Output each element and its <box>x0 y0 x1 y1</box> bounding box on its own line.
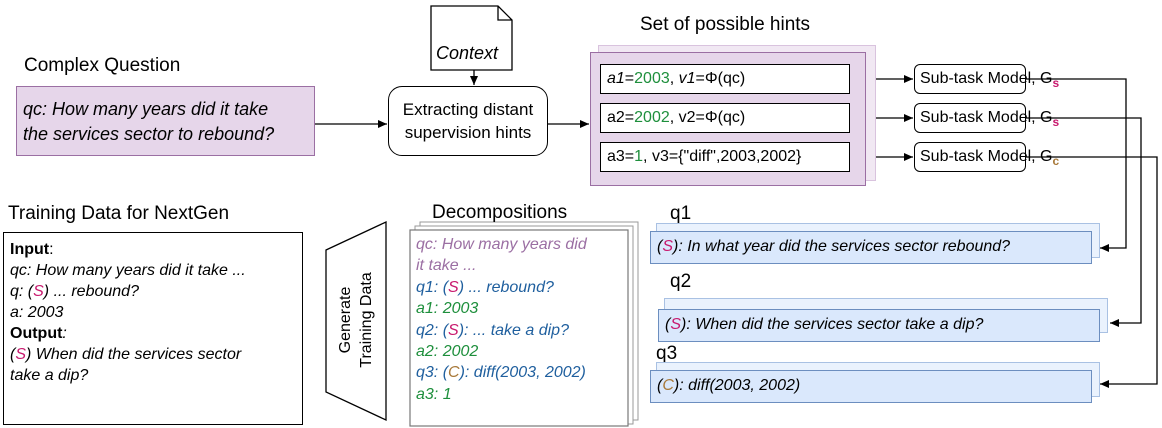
training-output-label: Output <box>10 325 63 342</box>
training-input-colon: : <box>49 241 54 258</box>
decomp-a3: a3: 1 <box>416 385 452 403</box>
complex-question-line1: qc: How many years did it take <box>23 99 269 119</box>
generate-trapezoid <box>325 220 387 422</box>
decomp-q3-pre: q3: ( <box>416 364 449 382</box>
q1-tag: S <box>662 238 673 255</box>
subtask-model-1: Sub-task Model, Gs <box>914 64 1059 94</box>
generate-line2: Training Data <box>358 272 375 368</box>
generate-line1: Generate <box>337 286 354 354</box>
training-data-title: Training Data for NextGen <box>8 203 230 224</box>
hints-title: Set of possible hints <box>640 14 811 35</box>
hint1-v-value: =Φ(qc) <box>695 70 746 87</box>
q3-tag: C <box>662 377 674 394</box>
hint1-eq: = <box>624 70 635 87</box>
q3-text: ): diff(2003, 2002) <box>673 377 801 394</box>
training-input-label: Input <box>10 241 50 258</box>
q3-open: ( <box>657 377 663 394</box>
extractor-line2: supervision hints <box>404 123 532 142</box>
training-q-suffix: ) ... rebound? <box>43 283 139 300</box>
hint-3: a3=1, v3={"diff",2003,2002} <box>600 142 850 172</box>
decomp-q3-tag: C <box>448 364 460 382</box>
training-data-box: Input: qc: How many years did it take ..… <box>3 232 303 425</box>
decomp-q1-tag: S <box>448 278 459 296</box>
training-qc: qc: How many years did it take ... <box>10 262 246 279</box>
decomp-a1: a1: 2003 <box>416 300 479 318</box>
context-label: Context <box>436 43 499 63</box>
model3-label: Sub-task Model, G <box>920 148 1053 165</box>
hint2-a-label: a2= <box>607 109 635 126</box>
hint1-a-value: 2003 <box>634 70 670 87</box>
arrow-model3-to-q3 <box>1026 156 1158 388</box>
q2-open: ( <box>665 316 671 333</box>
model1-label: Sub-task Model, G <box>920 70 1053 87</box>
training-q-tag: S <box>33 283 44 300</box>
q1-label: q1 <box>670 203 692 224</box>
decomp-a2: a2: 2002 <box>416 343 479 361</box>
q3-box: (C): diff(2003, 2002) <box>650 370 1092 403</box>
training-out-open: ( <box>10 346 16 363</box>
decomp-q1-pre: q1: ( <box>416 278 449 296</box>
decompositions-content: qc: How many years did it take ... q1: (… <box>416 234 587 405</box>
hint-extractor-box: Extracting distant supervision hints <box>388 86 548 156</box>
decomp-qc-line2: it take ... <box>416 257 477 275</box>
training-output-colon: : <box>62 325 67 342</box>
training-out-line1: ) When did the services sector <box>26 346 242 363</box>
model2-label: Sub-task Model, G <box>920 109 1053 126</box>
subtask-model-2: Sub-task Model, Gs <box>914 103 1059 133</box>
arrow-model1-to-q1 <box>1026 78 1127 252</box>
decompositions-page <box>409 229 629 427</box>
decompositions-title: Decompositions <box>432 202 568 223</box>
complex-question-line2: the services sector to rebound? <box>23 124 275 144</box>
complex-question-box: qc: How many years did it take the servi… <box>16 86 315 156</box>
q1-text: ): In what year did the services sector … <box>673 238 1011 255</box>
hint1-v-label: v1 <box>678 70 696 87</box>
q2-tag: S <box>670 316 681 333</box>
training-out-line2: take a dip? <box>10 367 89 384</box>
decomp-q3-post: ): diff(2003, 2002) <box>459 364 586 382</box>
extractor-line1: Extracting distant <box>402 100 534 119</box>
hint3-a-label: a3= <box>607 148 635 165</box>
q2-box: (S): When did the services sector take a… <box>658 309 1100 342</box>
q2-text: ): When did the services sector take a d… <box>681 316 984 333</box>
decomp-qc-line1: qc: How many years did <box>416 236 587 253</box>
decomp-q2-post: ): ... take a dip? <box>458 321 569 339</box>
decomp-q2-pre: q2: ( <box>416 321 449 339</box>
q1-box: (S): In what year did the services secto… <box>650 231 1092 264</box>
training-out-tag: S <box>15 346 26 363</box>
q2-label: q2 <box>670 271 692 292</box>
hint3-a-value: 1 <box>634 148 644 165</box>
arrow-model2-to-q2 <box>1026 117 1142 327</box>
q1-open: ( <box>657 238 663 255</box>
training-a: a: 2003 <box>10 304 64 321</box>
decomp-q2-tag: S <box>448 321 459 339</box>
training-q-prefix: q: ( <box>10 283 34 300</box>
decomp-q1-post: ) ... rebound? <box>458 278 554 296</box>
model1-sub: s <box>1052 76 1060 91</box>
subtask-model-3: Sub-task Model, Gc <box>914 142 1059 172</box>
hint3-rest: , v3={"diff",2003,2002} <box>643 148 802 165</box>
hint1-sep: , <box>669 70 679 87</box>
hint-1: a1=2003, v1=Φ(qc) <box>600 64 850 94</box>
q3-label: q3 <box>656 343 678 364</box>
complex-question-title: Complex Question <box>24 55 181 76</box>
context-document-icon <box>430 5 513 71</box>
hint2-a-value: 2002 <box>634 109 670 126</box>
hint-2: a2=2002, v2=Φ(qc) <box>600 103 850 133</box>
hint2-rest: , v2=Φ(qc) <box>669 109 746 126</box>
model3-sub: c <box>1052 154 1060 169</box>
model2-sub: s <box>1052 115 1060 130</box>
hint1-a-label: a1 <box>607 70 625 87</box>
